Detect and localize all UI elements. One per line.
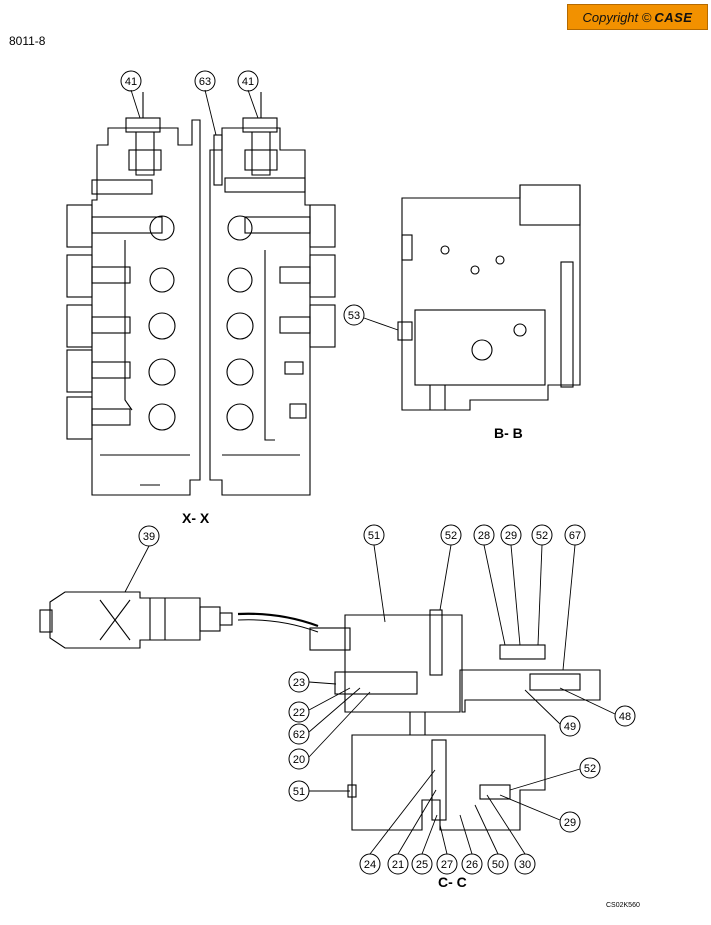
callout-52-top-right: 52 [536, 530, 548, 542]
callout-22: 22 [293, 707, 305, 719]
callout-27: 27 [441, 859, 453, 871]
leader-lines [124, 89, 616, 855]
callout-51-bottom: 51 [293, 786, 305, 798]
callout-49: 49 [564, 721, 576, 733]
callout-circles [120, 70, 636, 875]
callout-41-right: 41 [242, 76, 254, 88]
section-label-cc: C- C [438, 874, 467, 890]
callout-39: 39 [143, 531, 155, 543]
page-id: 8011-8 [9, 34, 46, 48]
callout-63: 63 [199, 76, 211, 88]
callout-67: 67 [569, 530, 581, 542]
callout-50: 50 [492, 859, 504, 871]
view-xx [66, 92, 336, 496]
callout-51-top: 51 [368, 530, 380, 542]
section-label-bb: B- B [494, 425, 523, 441]
view-bb [397, 184, 581, 411]
callout-24: 24 [364, 859, 376, 871]
callout-28: 28 [478, 530, 490, 542]
view-cc [309, 609, 601, 831]
callout-25: 25 [416, 859, 428, 871]
callout-62: 62 [293, 729, 305, 741]
callout-numbers: 41 63 41 53 39 51 52 28 29 52 67 23 22 6… [125, 76, 631, 871]
callout-30: 30 [519, 859, 531, 871]
callout-29-top: 29 [505, 530, 517, 542]
callout-52-right: 52 [584, 763, 596, 775]
copyright-prefix: Copyright © [582, 9, 652, 25]
callout-20: 20 [293, 754, 305, 766]
callout-21: 21 [392, 859, 404, 871]
relief-valve-39 [39, 591, 233, 649]
callout-41-left: 41 [125, 76, 137, 88]
callout-53: 53 [348, 310, 360, 322]
callout-48: 48 [619, 711, 631, 723]
callout-26: 26 [466, 859, 478, 871]
callout-29-bottom: 29 [564, 817, 576, 829]
callout-52-top: 52 [445, 530, 457, 542]
reference-code: CS02K560 [606, 902, 640, 909]
section-label-xx: X- X [182, 510, 210, 526]
callout-23: 23 [293, 677, 305, 689]
brand-logo: CASE [654, 9, 693, 25]
copyright-badge: Copyright © CASE [567, 4, 708, 30]
